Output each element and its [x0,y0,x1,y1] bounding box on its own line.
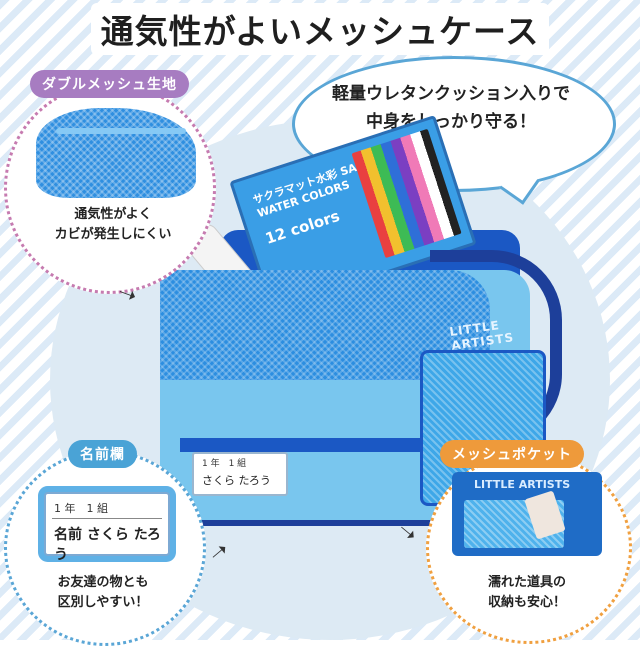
bag-zip-band [180,438,460,452]
mesh-pocket-caption: 濡れた道具の 収納も安心！ [452,573,602,613]
speech-bubble-text: 軽量ウレタンクッション入りで 中身をしっかり守る！ [300,80,602,136]
mesh-fabric-label: ダブルメッシュ生地 [30,70,189,98]
name-tag-label: 名前欄 [68,440,137,468]
bag-name-tag: 1 年 1 組 さくら たろう [192,452,288,496]
mesh-pocket-caption-line2: 収納も安心！ [487,595,566,611]
bag-name-tag-row1: 1 年 1 組 [202,459,247,469]
name-tag-name: 名前 さくら たろう [54,527,161,563]
name-tag-card: 1 年 1 組 名前 さくら たろう [44,492,170,563]
mesh-pocket-label: メッシュポケット [440,440,584,468]
name-tag-caption-line2: 区別しやすい！ [57,595,149,611]
mesh-pocket-caption-line1: 濡れた道具の [487,575,566,590]
mesh-fabric-caption-line2: カビが発生しにくい [54,227,172,243]
name-tag-divider [52,518,162,519]
mesh-fabric-swatch [36,108,196,198]
name-tag-class: 1 年 1 組 [54,502,108,515]
mesh-pocket-brand: LITTLE ARTISTS [474,478,571,491]
bubble-line-2: 中身をしっかり守る！ [366,112,536,133]
mesh-zip-line [56,128,186,134]
mesh-pocket-photo: LITTLE ARTISTS [452,472,602,556]
name-tag-caption-line1: お友達の物とも [57,575,149,590]
product-bag: サクラマット水彩 SAKURA MAT WATER COLORS 12 colo… [150,114,562,550]
name-tag-caption: お友達の物とも 区別しやすい！ [28,573,178,613]
title-band: 通気性がよいメッシュケース [0,0,640,58]
page-title: 通気性がよいメッシュケース [90,3,550,55]
paint-colors [351,128,462,259]
bubble-line-1: 軽量ウレタンクッション入りで [332,84,570,104]
mesh-fabric-caption-line1: 通気性がよく [74,207,152,222]
mesh-fabric-caption: 通気性がよく カビが発生しにくい [48,205,178,245]
bag-name-tag-row2: さくら たろう [202,474,271,487]
